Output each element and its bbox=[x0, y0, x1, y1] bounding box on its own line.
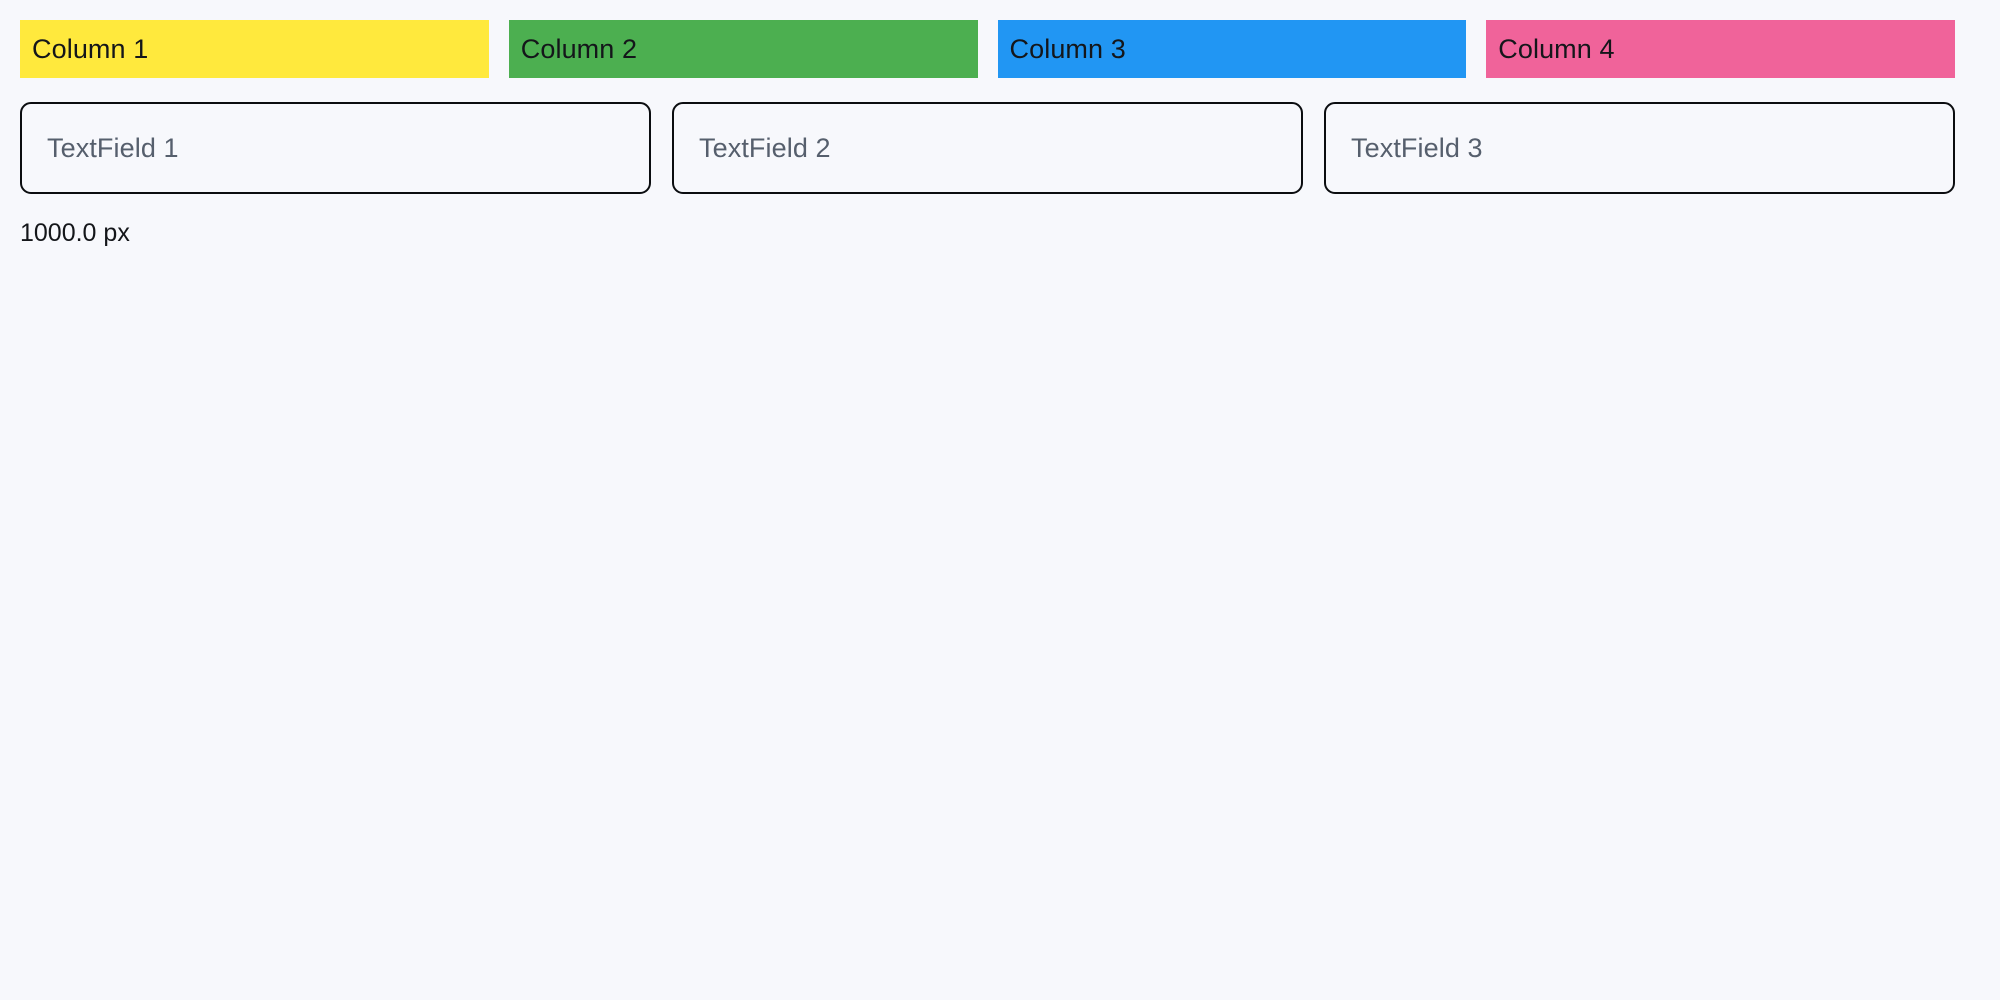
textfield-1[interactable]: TextField 1 bbox=[20, 102, 651, 194]
measurement-label: 1000.0 px bbox=[20, 219, 130, 247]
column-bar-1[interactable]: Column 1 bbox=[20, 20, 489, 78]
column-bar-3[interactable]: Column 3 bbox=[997, 20, 1467, 78]
column-bar-4[interactable]: Column 4 bbox=[1486, 20, 1955, 78]
empty-canvas-area bbox=[0, 260, 2000, 1000]
textfield-2-placeholder: TextField 2 bbox=[699, 132, 831, 163]
textfield-2[interactable]: TextField 2 bbox=[672, 102, 1303, 194]
textfield-3[interactable]: TextField 3 bbox=[1324, 102, 1955, 194]
column-bar-label: Column 4 bbox=[1498, 33, 1615, 64]
textfield-row: TextField 1 TextField 2 TextField 3 bbox=[20, 102, 1955, 194]
column-bar-label: Column 3 bbox=[1009, 33, 1126, 64]
textfield-1-placeholder: TextField 1 bbox=[47, 132, 179, 163]
column-bar-label: Column 1 bbox=[32, 33, 149, 64]
column-bar-label: Column 2 bbox=[520, 33, 638, 64]
textfield-3-placeholder: TextField 3 bbox=[1351, 132, 1483, 163]
column-bar-2[interactable]: Column 2 bbox=[508, 20, 978, 78]
column-bar-row: Column 1 Column 2 Column 3 Column 4 bbox=[20, 20, 1955, 78]
